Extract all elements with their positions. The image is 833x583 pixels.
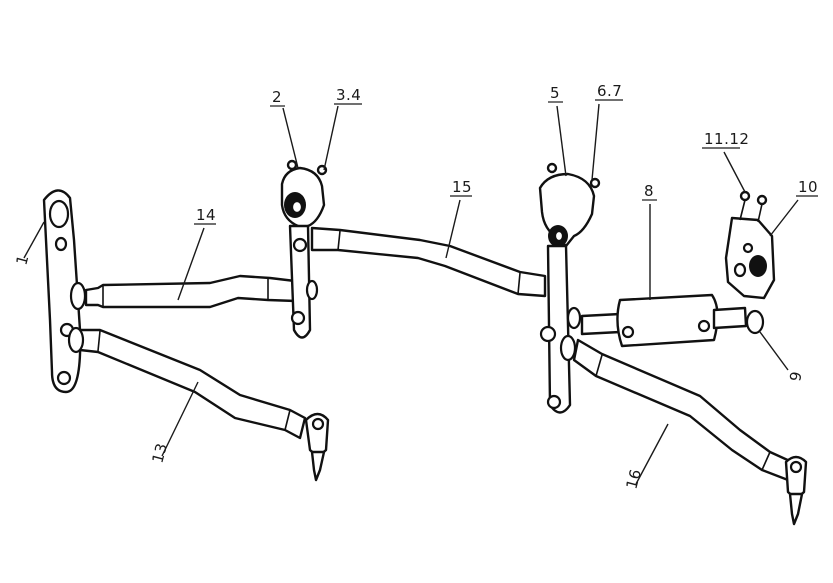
callout-label-13: 13 <box>148 441 171 465</box>
callout-label-6-7: 6.7 <box>597 82 622 100</box>
callout-label-10: 10 <box>798 178 818 196</box>
mount-bracket-part-10 <box>724 190 776 300</box>
tie-rod-part-13 <box>67 326 330 482</box>
callout-label-3-4: 3.4 <box>336 86 361 104</box>
leader-lines <box>23 103 799 485</box>
drag-link-part-15 <box>310 226 547 298</box>
callout-label-11-12: 11.12 <box>704 130 749 148</box>
callout-label-2: 2 <box>272 88 282 106</box>
callout-label-1: 1 <box>12 253 32 267</box>
drag-rod-part-14 <box>69 274 298 311</box>
idler-bracket-part-5 <box>538 162 601 414</box>
callout-label-8: 8 <box>644 182 654 200</box>
tie-rod-part-16 <box>572 338 808 526</box>
callout-label-16: 16 <box>622 467 645 491</box>
callout-label-14: 14 <box>196 206 216 224</box>
pitman-arm-part-1 <box>42 189 82 394</box>
callout-labels: 1 2 3.4 5 6.7 8 9 10 11.12 13 14 15 16 <box>12 82 818 491</box>
callout-label-9: 9 <box>786 370 805 383</box>
callout-label-5: 5 <box>550 84 560 102</box>
steering-damper-part-8 <box>580 293 765 348</box>
callout-label-15: 15 <box>452 178 472 196</box>
idler-bracket-part-2 <box>280 159 328 339</box>
